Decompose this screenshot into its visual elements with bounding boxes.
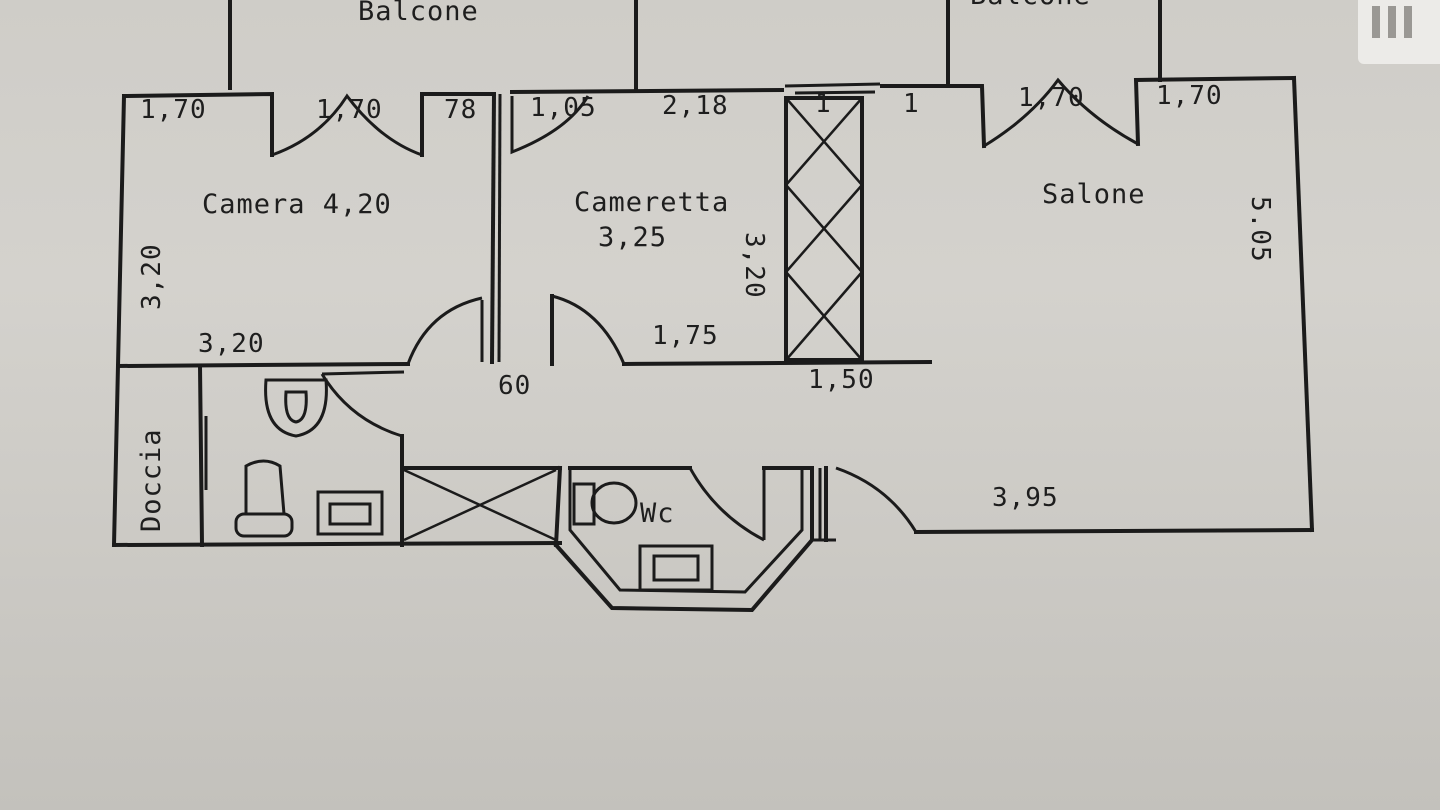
sink-fixture-wc bbox=[638, 544, 714, 592]
corner-tab bbox=[1358, 0, 1440, 64]
label-wc: Wc bbox=[640, 498, 675, 529]
dim-3-95: 3,95 bbox=[992, 483, 1059, 513]
dim-1-70-salone-door: 1,70 bbox=[1018, 83, 1085, 113]
dim-1-05: 1,05 bbox=[530, 93, 597, 123]
bidet-fixture bbox=[264, 378, 328, 438]
label-cameretta-size: 3,25 bbox=[598, 222, 667, 253]
tab-bar-icon bbox=[1404, 6, 1412, 38]
dim-2-18: 2,18 bbox=[662, 91, 729, 121]
hatched-shaft-vertical bbox=[784, 96, 864, 362]
dim-1-70-camera-door: 1,70 bbox=[316, 95, 383, 125]
label-salone: Salone bbox=[1042, 179, 1146, 210]
dim-1-70-salone-right: 1,70 bbox=[1156, 81, 1223, 111]
label-camera: Camera 4,20 bbox=[202, 189, 392, 220]
toilet-fixture-wc bbox=[572, 481, 638, 526]
tab-bar-icon bbox=[1372, 6, 1380, 38]
dim-1-shaft: 1 bbox=[815, 89, 832, 119]
dim-5-05: 5.05 bbox=[1245, 196, 1275, 263]
balcony-walls bbox=[228, 0, 1162, 90]
dim-60: 60 bbox=[498, 371, 531, 401]
dim-1-salone: 1 bbox=[903, 89, 920, 119]
outer-walls bbox=[111, 75, 1315, 548]
sink-fixture-bathroom bbox=[316, 490, 384, 536]
label-cameretta: Cameretta bbox=[574, 187, 729, 218]
dim-1-50: 1,50 bbox=[808, 365, 875, 395]
dim-1-70-camera-left: 1,70 bbox=[140, 95, 207, 125]
dim-1-75: 1,75 bbox=[652, 321, 719, 351]
tab-bar-icon bbox=[1388, 6, 1396, 38]
dim-3-20-camera-height: 3,20 bbox=[137, 243, 167, 310]
doors bbox=[271, 77, 1139, 542]
label-doccia: Doccia bbox=[136, 428, 167, 532]
dim-3-20-camera-bottom: 3,20 bbox=[198, 329, 265, 359]
dim-78: 78 bbox=[444, 95, 477, 125]
label-balcone-right: Balcone bbox=[970, 0, 1091, 11]
label-balcone-left: Balcone bbox=[358, 0, 479, 27]
hatched-shaft-horizontal bbox=[403, 468, 557, 542]
dim-3-20-cameretta-height: 3,20 bbox=[739, 232, 769, 299]
toilet-fixture-bathroom bbox=[234, 459, 294, 538]
